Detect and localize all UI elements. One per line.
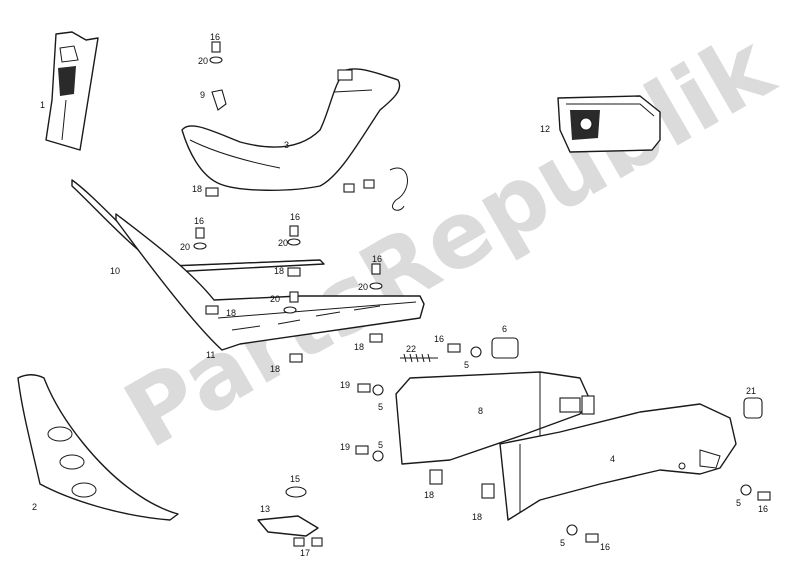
callout-13: 13 (260, 504, 270, 514)
callout-20e: 20 (270, 294, 280, 304)
callout-20b: 20 (180, 242, 190, 252)
callout-12: 12 (540, 124, 550, 134)
callout-18d: 18 (270, 364, 280, 374)
callout-5b: 5 (378, 402, 383, 412)
callout-5a: 5 (464, 360, 469, 370)
callout-16b: 16 (194, 216, 204, 226)
callout-1: 1 (40, 100, 45, 110)
callout-5e: 5 (736, 498, 741, 508)
callout-20a: 20 (198, 56, 208, 66)
part-18-clips[interactable] (205, 187, 495, 499)
callout-16g: 16 (758, 504, 768, 514)
callout-labels: 1 2 3 4 5 5 5 5 5 6 8 9 10 11 12 13 15 1… (32, 32, 768, 558)
part-6-cap[interactable] (491, 337, 519, 359)
part-10-side-rail[interactable] (71, 179, 325, 273)
callout-18g: 18 (472, 512, 482, 522)
bolts-and-washers (193, 41, 771, 547)
part-15-grommet[interactable] (285, 486, 307, 498)
callout-18c: 18 (226, 308, 236, 318)
callout-3: 3 (284, 140, 289, 150)
callout-16c: 16 (290, 212, 300, 222)
callout-11: 11 (206, 350, 215, 360)
part-13-bracket[interactable] (257, 515, 319, 537)
callout-18b: 18 (274, 266, 284, 276)
callout-18f: 18 (424, 490, 434, 500)
callout-16e: 16 (434, 334, 444, 344)
part-21-plug[interactable] (743, 397, 763, 419)
callout-9: 9 (200, 90, 205, 100)
callout-21: 21 (746, 386, 756, 396)
part-11-floorboard[interactable] (115, 213, 425, 351)
callout-16a: 16 (210, 32, 220, 42)
callout-6: 6 (502, 324, 507, 334)
part-3-floor-panel[interactable] (181, 68, 401, 191)
part-12-storage-box[interactable] (557, 95, 661, 153)
callout-19b: 19 (340, 442, 350, 452)
callout-8: 8 (478, 406, 483, 416)
callout-18a: 18 (192, 184, 202, 194)
callout-19a: 19 (340, 380, 350, 390)
callout-10: 10 (110, 266, 120, 276)
part-4-rear-body[interactable] (499, 403, 737, 521)
callout-20c: 20 (278, 238, 288, 248)
callout-17: 17 (300, 548, 310, 558)
callout-5d: 5 (560, 538, 565, 548)
callout-5c: 5 (378, 440, 383, 450)
callout-4: 4 (610, 454, 615, 464)
callout-2: 2 (32, 502, 37, 512)
part-9-clip-icon[interactable] (211, 89, 227, 111)
part-22-screw[interactable] (400, 353, 438, 363)
callout-20d: 20 (358, 282, 368, 292)
callout-16f: 16 (600, 542, 610, 552)
callout-18e: 18 (354, 342, 364, 352)
part-1-front-cover[interactable] (45, 31, 99, 151)
callout-22: 22 (406, 344, 416, 354)
part-8-side-panel[interactable] (395, 371, 595, 465)
callout-16d: 16 (372, 254, 382, 264)
part-2-leg-shield[interactable] (17, 374, 179, 521)
callout-15: 15 (290, 474, 300, 484)
